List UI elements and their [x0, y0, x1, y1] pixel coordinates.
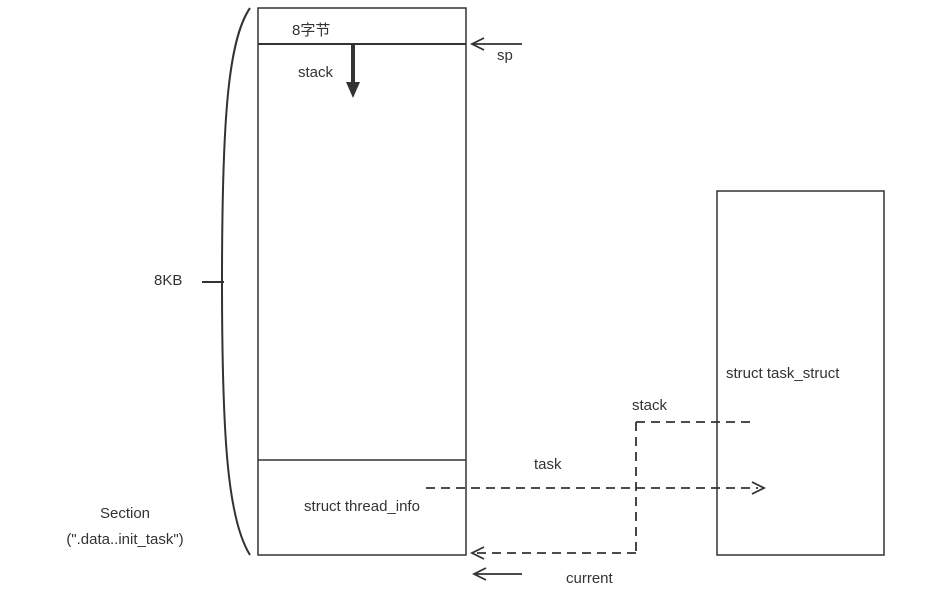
stack-top-label: 8字节 — [292, 22, 331, 39]
task-struct-block — [716, 190, 885, 556]
current-label: current — [566, 570, 613, 587]
stack-growth-arrowhead — [346, 82, 360, 98]
stack-pointer-arrowhead — [469, 546, 485, 560]
kernel-stack-block — [257, 7, 467, 556]
size-brace — [220, 7, 251, 556]
size-label: 8KB — [154, 272, 183, 289]
sp-label: sp — [497, 47, 513, 64]
section-label-line1: Section — [99, 505, 151, 522]
stack-label: stack — [298, 64, 334, 81]
task-struct-stack-label: stack — [632, 397, 668, 414]
task-struct-label: struct task_struct — [726, 365, 840, 382]
current-arrowhead — [471, 567, 487, 581]
section-label-line2: (".data..init_task") — [66, 531, 184, 548]
task-pointer-arrowhead — [751, 481, 767, 495]
task-pointer-label: task — [534, 456, 562, 473]
thread-info-label: struct thread_info — [304, 498, 420, 515]
sp-arrowhead — [469, 37, 485, 51]
